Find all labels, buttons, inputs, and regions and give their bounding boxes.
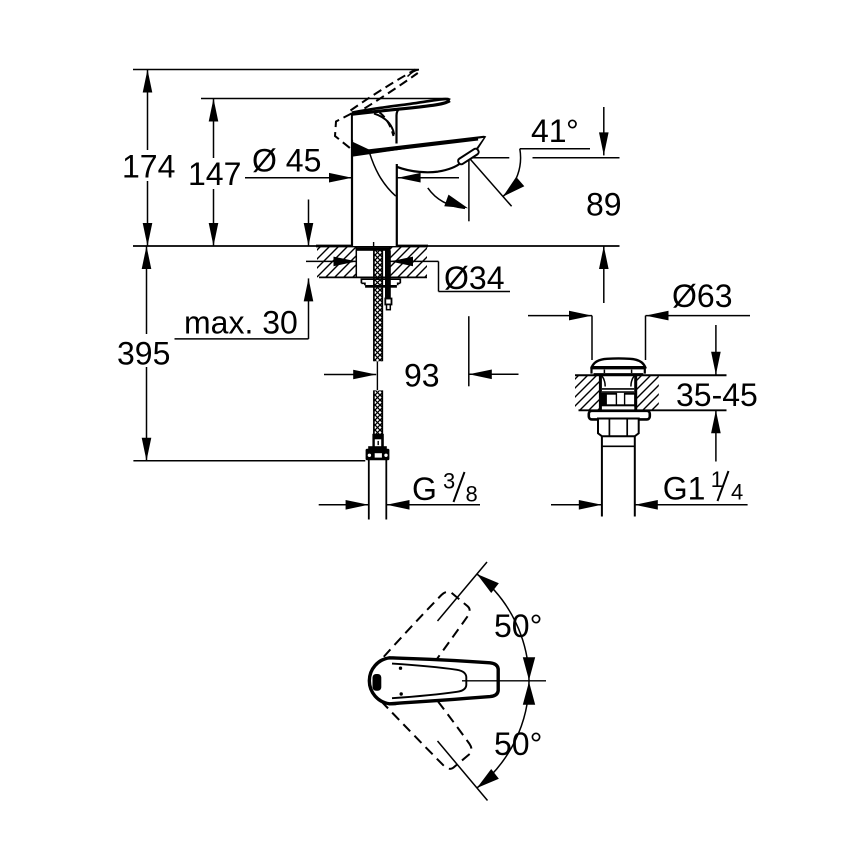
svg-text:395: 395 xyxy=(117,336,170,372)
svg-text:41: 41 xyxy=(531,113,567,149)
svg-text:35-45: 35-45 xyxy=(676,377,758,413)
svg-text:50°: 50° xyxy=(494,726,542,762)
svg-text:G1: G1 xyxy=(663,471,706,507)
svg-text:Ø34: Ø34 xyxy=(444,260,504,296)
svg-text:174: 174 xyxy=(122,149,175,185)
svg-text:4: 4 xyxy=(731,480,743,505)
svg-text:93: 93 xyxy=(404,358,440,394)
svg-text:8: 8 xyxy=(466,482,478,507)
svg-text:1: 1 xyxy=(711,467,723,492)
svg-text:max. 30: max. 30 xyxy=(184,305,298,341)
svg-text:G: G xyxy=(412,471,437,507)
svg-text:89: 89 xyxy=(586,187,622,223)
svg-text:°: ° xyxy=(566,113,579,149)
svg-text:50°: 50° xyxy=(494,608,542,644)
svg-text:Ø 45: Ø 45 xyxy=(252,143,321,179)
svg-text:Ø63: Ø63 xyxy=(672,278,732,314)
svg-text:147: 147 xyxy=(188,156,241,192)
svg-text:3: 3 xyxy=(443,469,455,494)
